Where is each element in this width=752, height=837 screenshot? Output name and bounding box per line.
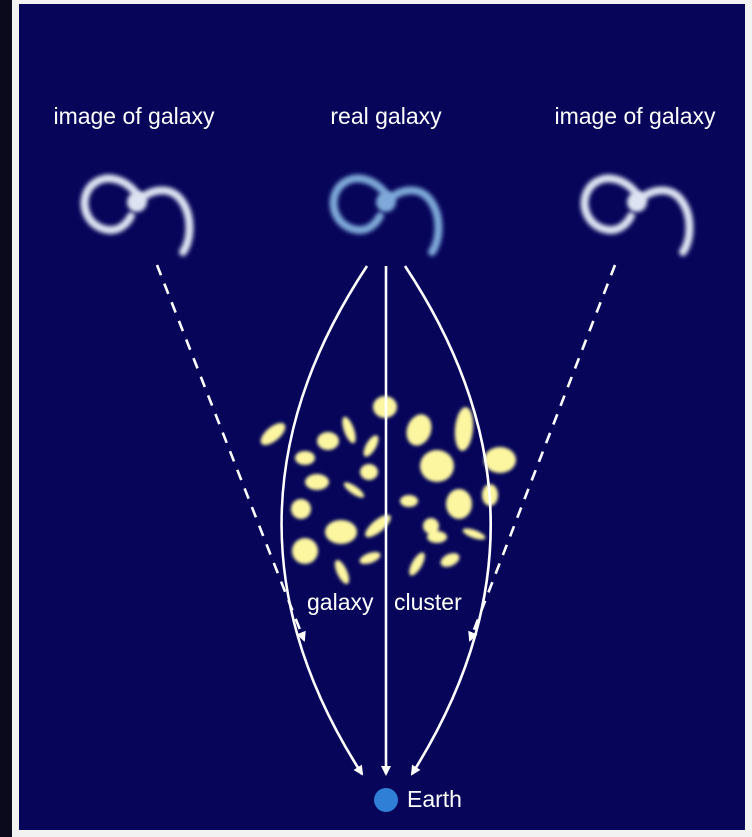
cluster-word-label: cluster [394,591,462,614]
image-galaxy-right [585,178,690,252]
cluster-galaxy [358,550,382,567]
cluster-galaxy [420,450,454,482]
cluster-galaxy [446,489,472,519]
cluster-galaxy [305,474,329,490]
cluster-galaxy [360,464,378,480]
earth-icon [374,788,398,812]
cluster-galaxy [406,550,428,578]
cluster-galaxy [427,531,447,543]
image-of-galaxy-label-left: image of galaxy [53,105,214,128]
cluster-galaxy [325,520,357,544]
cluster-galaxy [292,538,318,564]
cluster-galaxy [461,526,486,542]
real-galaxy-label: real galaxy [330,105,441,128]
image-of-galaxy-label-right: image of galaxy [554,105,715,128]
cluster-galaxy [291,499,311,519]
image-galaxy-left [85,178,190,252]
cluster-galaxy [257,419,289,449]
real-galaxy [334,178,439,252]
cluster-galaxy [295,451,315,465]
cluster-galaxy [317,432,339,450]
cluster-galaxy [400,495,418,507]
cluster-galaxy [402,411,435,449]
cluster-galaxy [438,550,461,569]
cluster-galaxy [340,415,359,445]
cluster-galaxy [453,406,475,451]
cluster-galaxy [484,447,516,473]
cluster-galaxy [361,433,382,459]
light-paths [157,265,615,774]
cluster-galaxy [362,511,394,541]
cluster-galaxy [332,558,352,586]
cluster-galaxy [342,480,366,500]
left-edge-strip [0,0,12,837]
bent-light-path-left [282,266,367,774]
galaxy-word-label: galaxy [307,591,373,614]
dashed-apparent-path-left [157,265,304,640]
earth-label: Earth [407,788,462,811]
bent-light-path-right [405,266,491,774]
lensing-diagram-panel: image of galaxy real galaxy image of gal… [19,4,745,830]
